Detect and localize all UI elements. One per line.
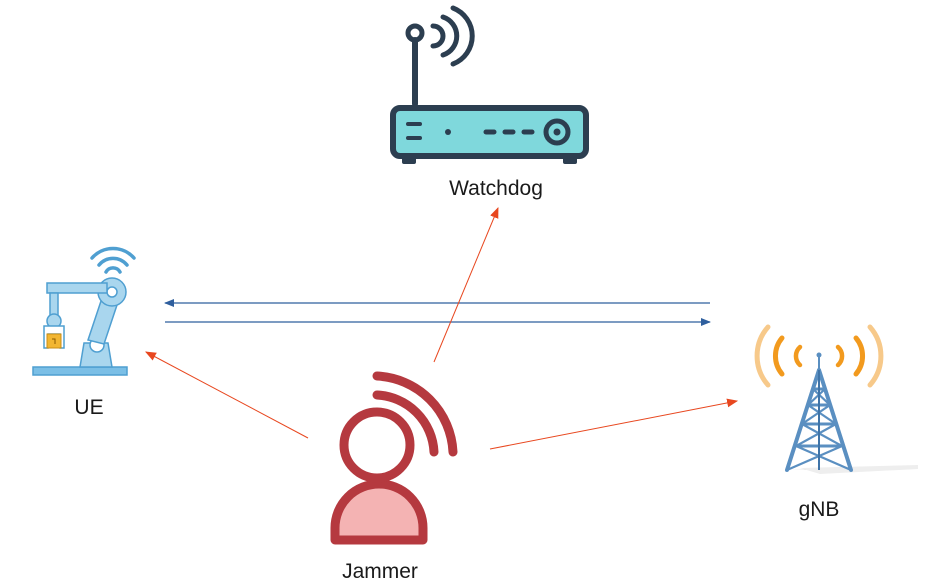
- edge-jammer-to-gnb: [489, 398, 739, 450]
- cell-tower-icon: [754, 324, 918, 474]
- router-icon: [390, 5, 589, 164]
- ue-label: UE: [74, 396, 103, 419]
- jammer-label: Jammer: [342, 560, 418, 579]
- jammer-node[interactable]: Jammer: [330, 371, 458, 579]
- watchdog-node[interactable]: Watchdog: [390, 5, 589, 200]
- ue-node[interactable]: UE: [32, 246, 136, 419]
- edge-jammer-to-ue: [145, 351, 309, 439]
- robot-arm-icon: [32, 246, 136, 376]
- edges: [145, 206, 739, 450]
- jammer-person-icon: [330, 371, 458, 545]
- watchdog-label: Watchdog: [449, 177, 543, 200]
- edge-jammer-to-watchdog: [433, 206, 499, 363]
- gnb-label: gNB: [799, 498, 840, 521]
- gnb-node[interactable]: gNB: [754, 324, 918, 521]
